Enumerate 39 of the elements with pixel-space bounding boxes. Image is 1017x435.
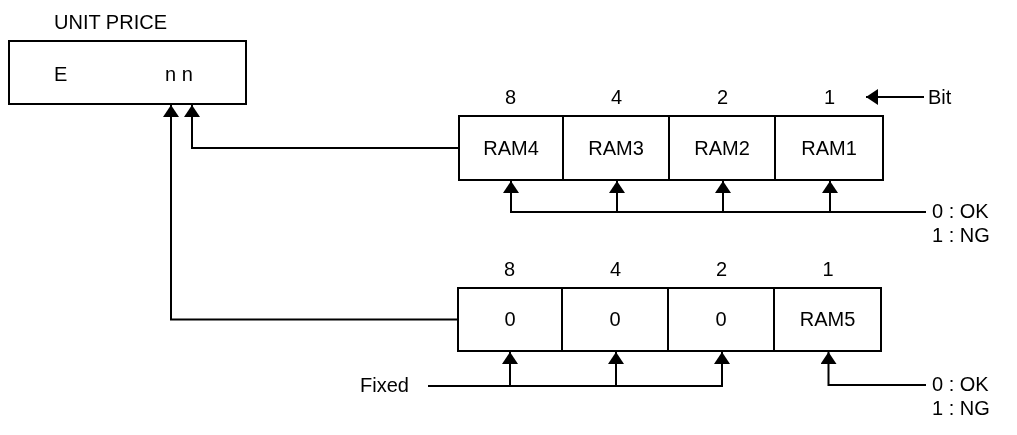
cell-label: RAM4 [483,136,539,160]
arrow [163,104,458,321]
note-text: Bit [928,85,953,109]
register-cell [669,287,775,352]
cell-label: RAM5 [799,308,856,331]
bit-weight: 2 [717,87,729,107]
arrow [865,89,925,105]
note-text: 1 : NG [932,223,991,247]
bit-weight: 8 [504,259,516,279]
cell-label: RAM2 [694,136,750,160]
arrow [820,351,927,386]
cell-label: RAM3 [588,136,644,160]
arrow [184,104,459,149]
bit-weight: 2 [716,259,728,279]
cell-label: 0 [504,308,516,331]
register-cell [564,115,670,181]
register-cell [458,115,564,181]
register-cell [457,287,563,352]
cell-label: 0 [715,308,727,331]
bit-weight: 4 [611,87,623,107]
bit-weight: 1 [822,259,834,279]
bit-weight: 4 [610,259,622,279]
register-cell [563,287,669,352]
arrow [822,180,927,213]
bit-weight: 1 [824,87,836,107]
note-text: 0 : OK [932,199,990,223]
note-text: Fixed [360,373,410,397]
display-digit: E [54,64,68,84]
note-text: 0 : OK [932,372,990,396]
cell-label: RAM1 [801,136,857,160]
register-cell [776,115,884,181]
cell-label: 0 [609,308,621,331]
display-digit: n n [165,64,193,84]
arrow [427,351,730,387]
bit-weight: 8 [505,87,517,107]
note-text: 1 : NG [932,396,991,420]
register-cell [670,115,776,181]
register-cell [775,287,882,352]
display-title: UNIT PRICE [54,12,167,32]
